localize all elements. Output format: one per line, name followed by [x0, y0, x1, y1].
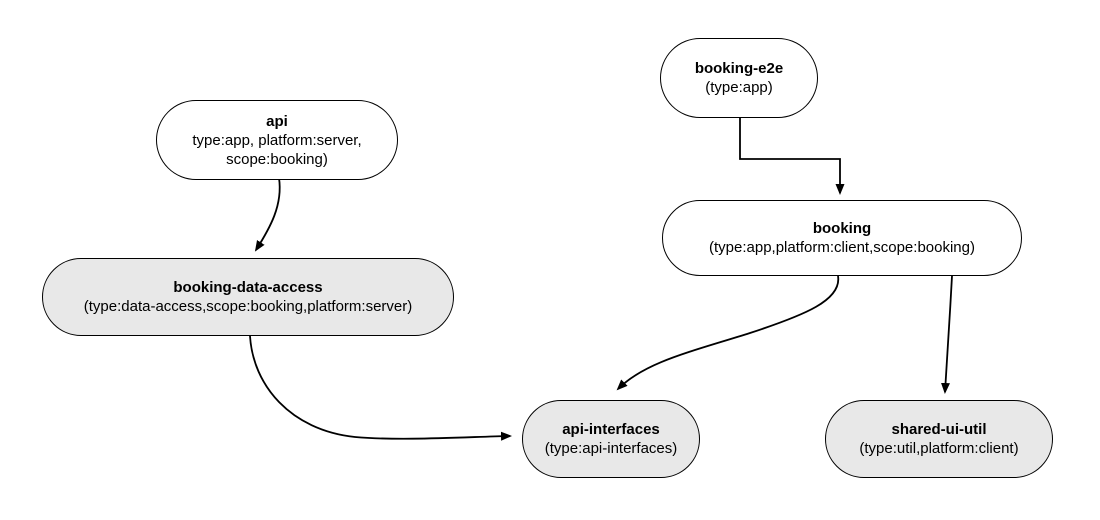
- edge-booking-to-shared-ui-util: [940, 275, 953, 394]
- node-attributes-line: scope:booking): [226, 150, 328, 168]
- node-booking-e2e[interactable]: booking-e2e (type:app): [660, 38, 818, 118]
- node-booking[interactable]: booking (type:app,platform:client,scope:…: [662, 200, 1022, 276]
- edge-api-to-booking-data-access: [254, 177, 281, 252]
- node-attributes-line: (type:api-interfaces): [544, 440, 678, 457]
- node-attributes-line: type:app, platform:server,: [192, 131, 362, 149]
- node-title: booking-e2e: [694, 60, 784, 77]
- node-title: api: [266, 112, 288, 130]
- node-attributes-line: (type:data-access,scope:booking,platform…: [83, 298, 413, 315]
- node-title: booking: [812, 220, 872, 237]
- node-attributes-line: (type:app): [705, 79, 773, 96]
- node-attributes-line: (type:util,platform:client): [859, 440, 1019, 457]
- node-booking-data-access[interactable]: booking-data-access (type:data-access,sc…: [42, 258, 454, 336]
- node-attributes-line: (type:app,platform:client,scope:booking): [709, 239, 975, 256]
- edge-booking-to-api-interfaces: [616, 275, 840, 391]
- node-shared-ui-util[interactable]: shared-ui-util (type:util,platform:clien…: [825, 400, 1053, 478]
- node-title: shared-ui-util: [891, 421, 987, 438]
- edge-booking-data-access-to-api-interfaces: [249, 335, 512, 441]
- edge-booking-e2e-to-booking: [739, 118, 845, 195]
- node-title: api-interfaces: [562, 421, 660, 438]
- node-api[interactable]: api type:app, platform:server, scope:boo…: [156, 100, 398, 180]
- node-title: booking-data-access: [173, 279, 323, 296]
- node-api-interfaces[interactable]: api-interfaces (type:api-interfaces): [522, 400, 700, 478]
